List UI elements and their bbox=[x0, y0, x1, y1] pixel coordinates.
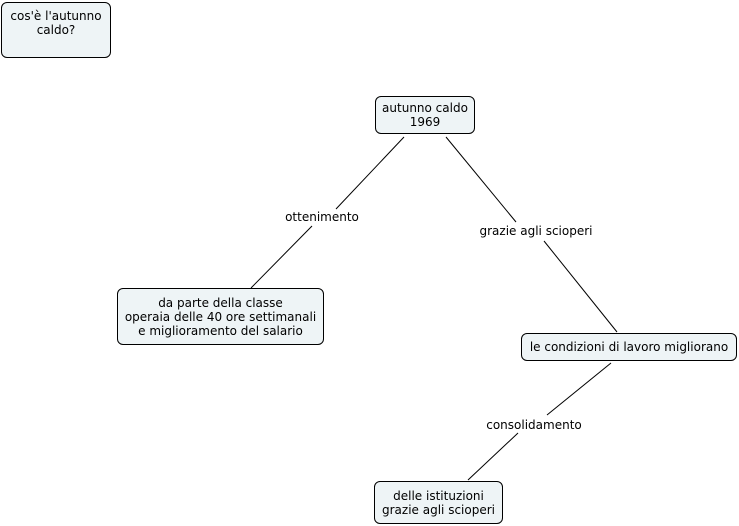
connector-condizioni-to-consolidamento bbox=[546, 362, 612, 416]
condizioni-lavoro-node[interactable]: le condizioni di lavoro migliorano bbox=[521, 333, 737, 361]
connector-ottenimento-to-classe bbox=[250, 225, 313, 289]
question-node[interactable]: cos'è l'autunno caldo? bbox=[1, 2, 111, 58]
question-node-line-2: caldo? bbox=[36, 23, 76, 37]
classe-operaia-node-line-2: operaia delle 40 ore settimanali bbox=[124, 309, 317, 324]
root-node[interactable]: autunno caldo 1969 bbox=[375, 96, 475, 134]
istituzioni-node[interactable]: delle istituzioni grazie agli scioperi bbox=[374, 481, 503, 524]
connector-consolidamento-to-istituzioni bbox=[467, 432, 519, 481]
question-node-line-1: cos'è l'autunno bbox=[10, 9, 102, 23]
link-label-grazie-agli-scioperi[interactable]: grazie agli scioperi bbox=[477, 224, 595, 238]
link-label-consolidamento[interactable]: consolidamento bbox=[484, 418, 584, 432]
connector-scioperi-to-condizioni bbox=[543, 240, 618, 333]
classe-operaia-node-line-3: e miglioramento del salario bbox=[138, 323, 303, 338]
classe-operaia-node-line-1: da parte della classe bbox=[158, 295, 283, 310]
istituzioni-node-line-1: delle istituzioni bbox=[393, 488, 484, 503]
condizioni-lavoro-node-line-1: le condizioni di lavoro migliorano bbox=[529, 340, 729, 354]
istituzioni-node-line-2: grazie agli scioperi bbox=[382, 502, 495, 517]
connector-root-to-scioperi bbox=[445, 136, 517, 223]
link-label-ottenimento[interactable]: ottenimento bbox=[283, 210, 361, 224]
connector-root-to-ottenimento bbox=[335, 136, 405, 210]
root-node-line-1: autunno caldo bbox=[382, 101, 468, 115]
classe-operaia-node[interactable]: da parte della classe operaia delle 40 o… bbox=[117, 288, 324, 345]
root-node-line-2: 1969 bbox=[409, 115, 441, 129]
